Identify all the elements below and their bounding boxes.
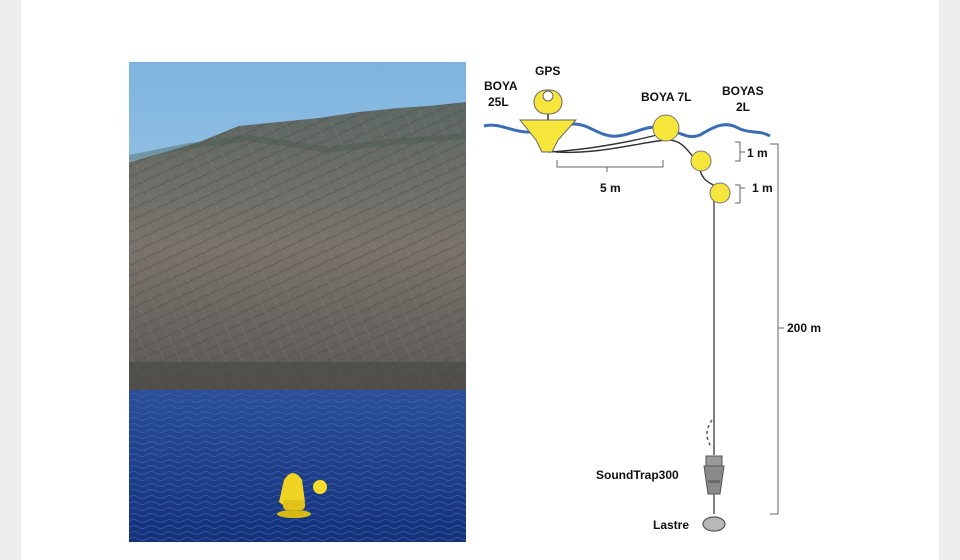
- label-gps: GPS: [535, 64, 560, 78]
- slack-line: [707, 420, 712, 448]
- label-depth-200m: 200 m: [787, 321, 821, 335]
- label-boya-25l-line1: BOYA: [484, 79, 518, 93]
- label-distance-5m: 5 m: [600, 181, 621, 195]
- buoy-25l: [520, 120, 576, 152]
- label-boyas-2l-line2: 2L: [736, 100, 750, 114]
- label-distance-1m-lower: 1 m: [752, 181, 773, 195]
- buoy-2l-upper: [691, 151, 711, 171]
- dimension-200m: [770, 144, 784, 514]
- label-boya-7l: BOYA 7L: [641, 90, 691, 104]
- label-boya-25l-line2: 25L: [488, 95, 509, 109]
- tether-line-lower: [556, 140, 700, 162]
- dimension-1m-lower: [735, 185, 745, 203]
- buoy-7l: [653, 115, 679, 141]
- label-soundtrap: SoundTrap300: [596, 468, 679, 482]
- dimension-5m: [557, 160, 663, 172]
- buoy-2l-lower: [710, 183, 730, 203]
- label-lastre: Lastre: [653, 518, 689, 532]
- weight-icon: [703, 517, 725, 531]
- label-boyas-2l-line1: BOYAS: [722, 84, 764, 98]
- gps-icon: [534, 90, 562, 120]
- dimension-1m-upper: [735, 142, 745, 161]
- hydrophone-icon: [704, 456, 724, 514]
- label-distance-1m-upper: 1 m: [747, 146, 768, 160]
